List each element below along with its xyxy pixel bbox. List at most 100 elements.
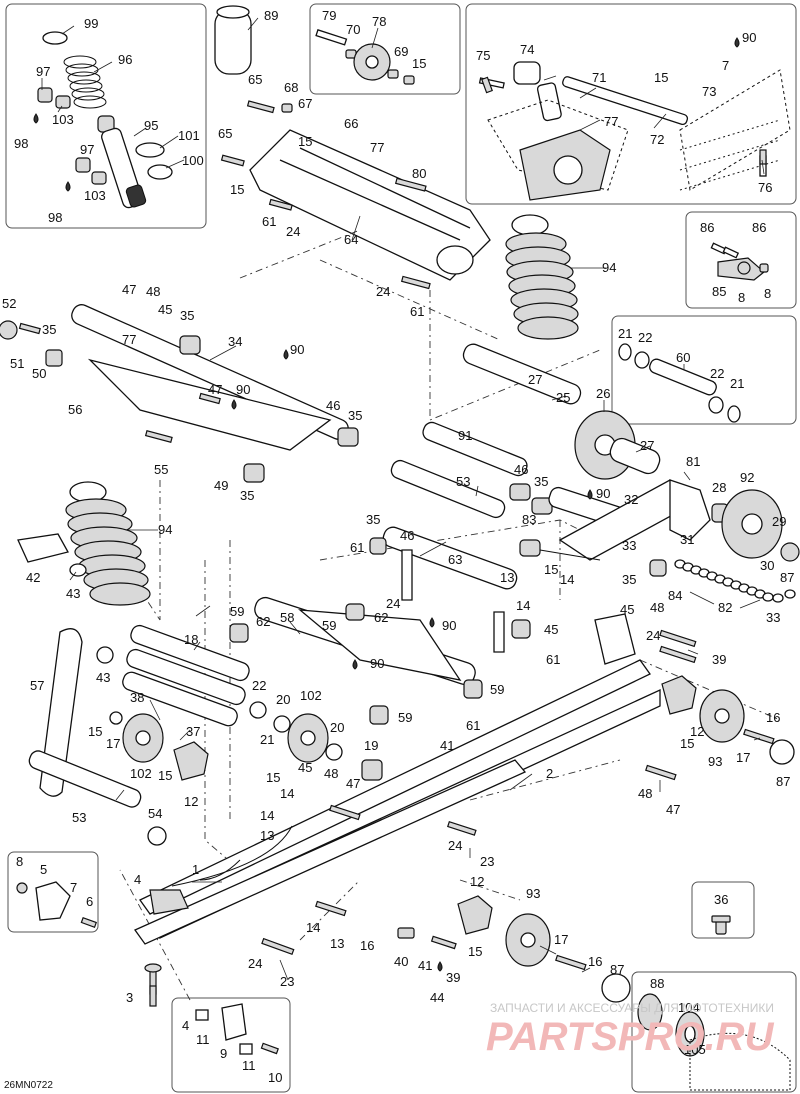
callout-46: 46 bbox=[514, 462, 528, 477]
callout-61: 61 bbox=[466, 718, 480, 733]
shock-absorber-94-right bbox=[505, 214, 579, 340]
callout-43: 43 bbox=[96, 670, 110, 685]
front-arm-34 bbox=[0, 304, 359, 483]
callout-77: 77 bbox=[122, 332, 136, 347]
callout-46: 46 bbox=[326, 398, 340, 413]
callout-62: 62 bbox=[256, 614, 270, 629]
misc-fasteners bbox=[149, 76, 775, 1007]
callout-24: 24 bbox=[646, 628, 660, 643]
callout-18: 18 bbox=[184, 632, 198, 647]
idler-inset-group bbox=[315, 29, 415, 85]
callout-61: 61 bbox=[350, 540, 364, 555]
callout-17: 17 bbox=[106, 736, 120, 751]
callout-41: 41 bbox=[418, 958, 432, 973]
callout-55: 55 bbox=[154, 462, 168, 477]
callout-2: 2 bbox=[546, 766, 553, 781]
callout-24: 24 bbox=[376, 284, 390, 299]
inset-box-slider-stop bbox=[7, 851, 99, 933]
callout-80: 80 bbox=[412, 166, 426, 181]
callout-84: 84 bbox=[668, 588, 682, 603]
slide-rails bbox=[134, 613, 661, 945]
callout-16: 16 bbox=[360, 938, 374, 953]
callout-35: 35 bbox=[348, 408, 362, 423]
callout-77: 77 bbox=[370, 140, 384, 155]
rear-wheels-group bbox=[457, 675, 795, 1003]
callout-94: 94 bbox=[158, 522, 172, 537]
callout-103: 103 bbox=[52, 112, 74, 127]
rear-arm-81 bbox=[519, 479, 800, 577]
callout-74: 74 bbox=[520, 42, 534, 57]
callout-14: 14 bbox=[280, 786, 294, 801]
callout-72: 72 bbox=[650, 132, 664, 147]
callout-23: 23 bbox=[480, 854, 494, 869]
callout-69: 69 bbox=[394, 44, 408, 59]
callout-30: 30 bbox=[760, 558, 774, 573]
tube-89 bbox=[214, 9, 252, 75]
callout-15: 15 bbox=[544, 562, 558, 577]
callout-7: 7 bbox=[70, 880, 77, 895]
callout-8: 8 bbox=[16, 854, 23, 869]
watermark-tagline: ЗАПЧАСТИ И АКСЕССУАРЫ ДЛЯ МОТОТЕХНИКИ bbox=[490, 1001, 774, 1015]
callout-87: 87 bbox=[610, 962, 624, 977]
lever-57 bbox=[28, 628, 167, 846]
callout-23: 23 bbox=[280, 974, 294, 989]
callout-105: 105 bbox=[684, 1042, 706, 1057]
callout-81: 81 bbox=[686, 454, 700, 469]
callout-64: 64 bbox=[344, 232, 358, 247]
callout-102: 102 bbox=[300, 688, 322, 703]
axle-inset-group bbox=[618, 343, 741, 423]
callout-104: 104 bbox=[678, 1000, 700, 1015]
callout-16: 16 bbox=[766, 710, 780, 725]
callout-86: 86 bbox=[700, 220, 714, 235]
callout-24: 24 bbox=[386, 596, 400, 611]
callout-57: 57 bbox=[30, 678, 44, 693]
leader-lines bbox=[41, 17, 765, 981]
callout-21: 21 bbox=[260, 732, 274, 747]
callout-50: 50 bbox=[32, 366, 46, 381]
callout-28: 28 bbox=[712, 480, 726, 495]
callout-24: 24 bbox=[448, 838, 462, 853]
callout-76: 76 bbox=[758, 180, 772, 195]
callout-35: 35 bbox=[42, 322, 56, 337]
callout-24: 24 bbox=[286, 224, 300, 239]
callout-46: 46 bbox=[400, 528, 414, 543]
callout-17: 17 bbox=[554, 932, 568, 947]
callout-97: 97 bbox=[36, 64, 50, 79]
callout-33: 33 bbox=[622, 538, 636, 553]
callout-44: 44 bbox=[430, 990, 444, 1005]
callout-14: 14 bbox=[260, 808, 274, 823]
callout-22: 22 bbox=[638, 330, 652, 345]
callout-8: 8 bbox=[738, 290, 745, 305]
callout-102: 102 bbox=[130, 766, 152, 781]
callout-15: 15 bbox=[230, 182, 244, 197]
callout-8: 8 bbox=[764, 286, 771, 301]
slider-block-inset-group bbox=[144, 963, 279, 1055]
watermark-brand: PARTSPRO.RU bbox=[486, 1015, 775, 1059]
callout-90: 90 bbox=[370, 656, 384, 671]
callout-52: 52 bbox=[2, 296, 16, 311]
callout-53: 53 bbox=[456, 474, 470, 489]
callout-45: 45 bbox=[620, 602, 634, 617]
callout-15: 15 bbox=[680, 736, 694, 751]
callout-100: 100 bbox=[182, 153, 204, 168]
callout-48: 48 bbox=[146, 284, 160, 299]
inset-box-scissor-link bbox=[465, 3, 797, 205]
callout-95: 95 bbox=[144, 118, 158, 133]
callout-90: 90 bbox=[596, 486, 610, 501]
callout-39: 39 bbox=[712, 652, 726, 667]
scissor-link-inset-group bbox=[478, 61, 791, 201]
callout-48: 48 bbox=[638, 786, 652, 801]
callout-59: 59 bbox=[490, 682, 504, 697]
callout-20: 20 bbox=[330, 720, 344, 735]
callout-67: 67 bbox=[298, 96, 312, 111]
shafts-group bbox=[390, 343, 661, 531]
callout-78: 78 bbox=[372, 14, 386, 29]
inset-box-idler-wheel bbox=[309, 3, 461, 95]
callout-43: 43 bbox=[66, 586, 80, 601]
callout-83: 83 bbox=[522, 512, 536, 527]
lower-shafts-group bbox=[96, 624, 383, 781]
callout-27: 27 bbox=[640, 438, 654, 453]
grease-fitting-36 bbox=[711, 915, 731, 935]
callout-94: 94 bbox=[602, 260, 616, 275]
callout-85: 85 bbox=[712, 284, 726, 299]
